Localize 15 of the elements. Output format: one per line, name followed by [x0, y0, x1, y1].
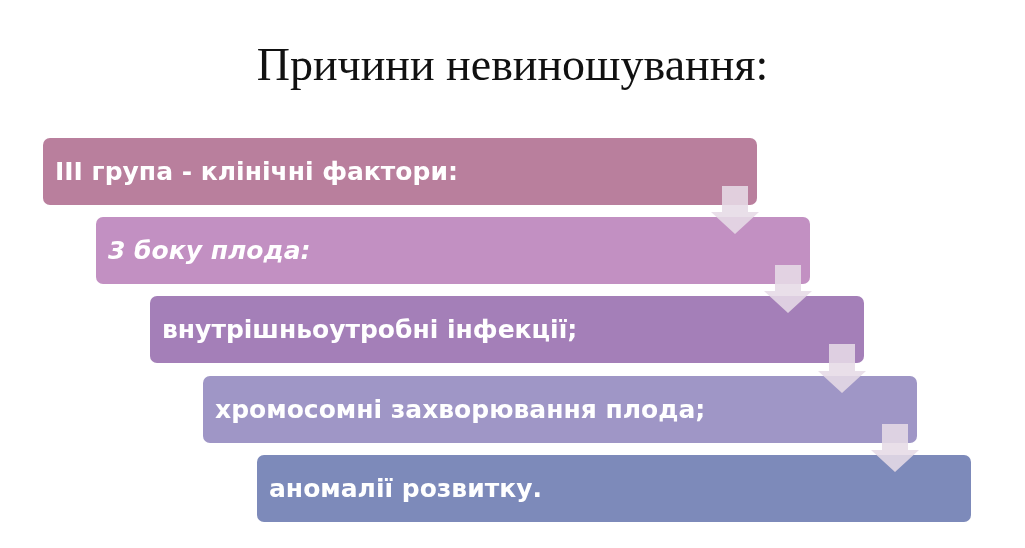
process-box: [43, 138, 757, 205]
block-arrow: [871, 424, 919, 472]
process-box: [257, 455, 971, 522]
title: Причини невиношування:: [255, 38, 770, 91]
block-arrow: [711, 186, 759, 234]
box-text: III група - клінічні фактори:: [55, 157, 458, 186]
process-box: [96, 217, 810, 284]
box-text: 3 боку плода:: [108, 236, 311, 265]
block-arrow: [818, 344, 866, 393]
box-text: хромосомні захворювання плода;: [215, 395, 706, 424]
box-text: аномалії розвитку.: [269, 474, 542, 503]
box-text: внутрішньоутробні інфекції;: [162, 315, 578, 344]
process-box: [150, 296, 864, 363]
block-arrow: [764, 265, 812, 313]
process-box: [203, 376, 917, 443]
